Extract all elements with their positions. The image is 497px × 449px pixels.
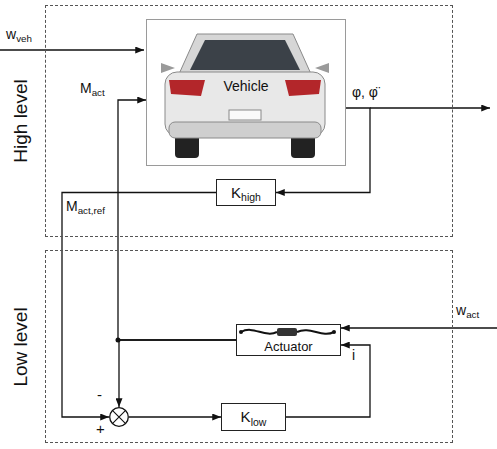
cable-illustration bbox=[239, 328, 336, 336]
block-label: Klow bbox=[241, 408, 267, 425]
signal-line bbox=[119, 340, 236, 407]
signal-name: Mact bbox=[80, 80, 105, 96]
block-label: Khigh bbox=[231, 184, 261, 201]
sign-label: + bbox=[96, 421, 105, 436]
level-band: High levelVehicleKhigh bbox=[45, 5, 453, 237]
level-title: Low level bbox=[10, 307, 32, 386]
junction-outline bbox=[109, 407, 129, 427]
signal-name: Mact,ref bbox=[66, 198, 105, 214]
signal-name: i bbox=[352, 347, 355, 363]
disturbance-name: wveh bbox=[6, 26, 32, 42]
level-title: High level bbox=[10, 79, 32, 162]
symbol-letter: M bbox=[66, 198, 78, 214]
signal-line bbox=[129, 416, 221, 417]
signal-line bbox=[276, 108, 370, 193]
subscript: veh bbox=[16, 33, 32, 44]
disturbance-name: wact bbox=[456, 302, 479, 318]
symbol-letter: K bbox=[231, 184, 241, 201]
disturbance-arrow bbox=[0, 49, 144, 50]
controller-block: Khigh bbox=[216, 179, 276, 206]
output-arrow bbox=[370, 107, 490, 108]
subscript: act bbox=[92, 87, 105, 98]
disturbance-arrow bbox=[341, 327, 497, 328]
subscript: high bbox=[241, 191, 261, 203]
branch-dot bbox=[116, 338, 121, 343]
subscript: act,ref bbox=[78, 205, 105, 216]
signal-name: φ, φ̈ bbox=[352, 84, 378, 100]
sign-label: - bbox=[97, 387, 102, 402]
summing-junction: +- bbox=[109, 407, 129, 427]
subscript: act bbox=[466, 309, 479, 320]
subscript: low bbox=[251, 416, 267, 428]
controller-block: Klow bbox=[221, 403, 286, 431]
symbol-letter: K bbox=[241, 408, 251, 425]
signal-line bbox=[118, 100, 236, 340]
signal-line bbox=[62, 193, 216, 418]
vehicle-block: Vehicle bbox=[146, 19, 346, 166]
block-label: Actuator bbox=[262, 339, 314, 354]
symbol-letter: M bbox=[80, 80, 92, 96]
symbol-letter: w bbox=[456, 302, 466, 318]
actuator-block: Actuator bbox=[236, 324, 341, 356]
level-band: Low levelActuator+-Klow bbox=[45, 250, 453, 443]
car-illustration bbox=[161, 34, 329, 158]
block-label: Vehicle bbox=[220, 78, 271, 94]
symbol-letter: w bbox=[6, 26, 16, 42]
